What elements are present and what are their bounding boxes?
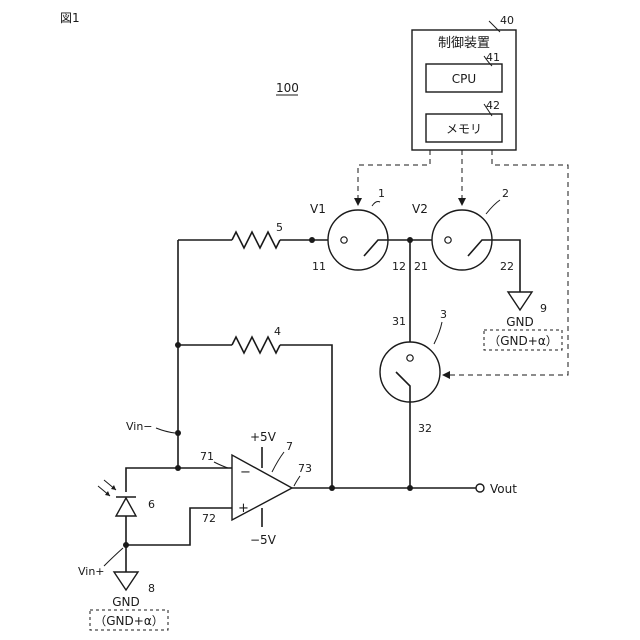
junction-v2	[407, 237, 413, 243]
controller-title: 制御装置	[438, 36, 490, 51]
switch-3: 3 31 32	[380, 308, 447, 435]
vout-terminal	[476, 484, 484, 492]
switch1-term-a: 11	[312, 260, 326, 273]
wiring	[126, 232, 520, 572]
ground8-label: GND	[112, 595, 140, 609]
junction-inv	[175, 465, 181, 471]
opamp-ref: 7	[286, 440, 293, 453]
resistor5-ref: 5	[276, 221, 283, 234]
ground8-alt: （GND+α）	[94, 614, 163, 628]
supply-pos-label: +5V	[250, 430, 277, 444]
ground9-label: GND	[506, 315, 534, 329]
switch2-leader	[486, 200, 500, 214]
vin-plus-leader	[104, 548, 123, 566]
switch3-ref: 3	[440, 308, 447, 321]
switch3-leader	[434, 322, 442, 344]
junction-vin-minus	[175, 430, 181, 436]
opamp-plus-sign: +	[238, 501, 249, 516]
ground-9: 9 GND （GND+α）	[484, 292, 562, 350]
control-line-switch1	[358, 150, 430, 200]
supply-neg-label: −5V	[250, 533, 277, 547]
node-vout: Vout	[490, 482, 517, 496]
switch1-ref: 1	[378, 187, 385, 200]
cpu-label: CPU	[452, 72, 476, 86]
node-vin-minus: Vin−	[126, 420, 153, 433]
photodiode-ref: 6	[148, 498, 155, 511]
switch1-leader	[372, 202, 380, 207]
controller-ref: 40	[500, 14, 514, 27]
opamp-leader	[272, 452, 284, 472]
wire-noninv-input	[126, 508, 232, 545]
opamp-minus-sign: −	[240, 465, 251, 480]
junction-v1	[309, 237, 315, 243]
resistor4-ref: 4	[274, 325, 281, 338]
ground9-symbol	[508, 292, 532, 310]
control-arrow-switch2	[458, 198, 466, 206]
light-ray-2-head	[111, 485, 116, 490]
light-ray-1-head	[105, 491, 110, 496]
wire-inv-input	[126, 468, 232, 492]
node-v1: V1	[310, 202, 326, 216]
resistor-4	[232, 337, 280, 353]
memory-label: メモリ	[446, 122, 482, 136]
ground9-ref: 9	[540, 302, 547, 315]
ground8-symbol	[114, 572, 138, 590]
switch2-term-b: 22	[500, 260, 514, 273]
switch1-term-b: 12	[392, 260, 406, 273]
resistor-5	[232, 232, 280, 248]
switch1-contact-a	[341, 237, 347, 243]
pin-inv-leader	[214, 462, 228, 468]
system-ref: 100	[276, 81, 299, 95]
switch2-term-a: 21	[414, 260, 428, 273]
junction-out-sw3	[407, 485, 413, 491]
photodiode-triangle	[116, 498, 136, 516]
junction-r4	[175, 342, 181, 348]
control-arrow-switch3	[442, 371, 450, 379]
pin-out-leader	[294, 476, 300, 486]
pin-out: 73	[298, 462, 312, 475]
junction-out-feedback	[329, 485, 335, 491]
ground8-ref: 8	[148, 582, 155, 595]
switch2-contact-a	[445, 237, 451, 243]
figure-label: 図1	[60, 11, 80, 25]
vin-minus-leader	[156, 428, 175, 433]
switch3-term-a: 31	[392, 315, 406, 328]
ground-8: 8 GND （GND+α）	[90, 572, 168, 630]
switch3-contact-a	[407, 355, 413, 361]
pin-noninv: 72	[202, 512, 216, 525]
switch2-ref: 2	[502, 187, 509, 200]
junction-vin-plus	[123, 542, 129, 548]
node-v2: V2	[412, 202, 428, 216]
ground9-alt: （GND+α）	[488, 334, 557, 348]
controller-40: 制御装置 40 CPU 41 メモリ 42	[412, 14, 516, 150]
control-arrow-switch1	[354, 198, 362, 206]
switch3-term-b: 32	[418, 422, 432, 435]
node-vin-plus: Vin+	[78, 565, 105, 578]
pin-inv: 71	[200, 450, 214, 463]
